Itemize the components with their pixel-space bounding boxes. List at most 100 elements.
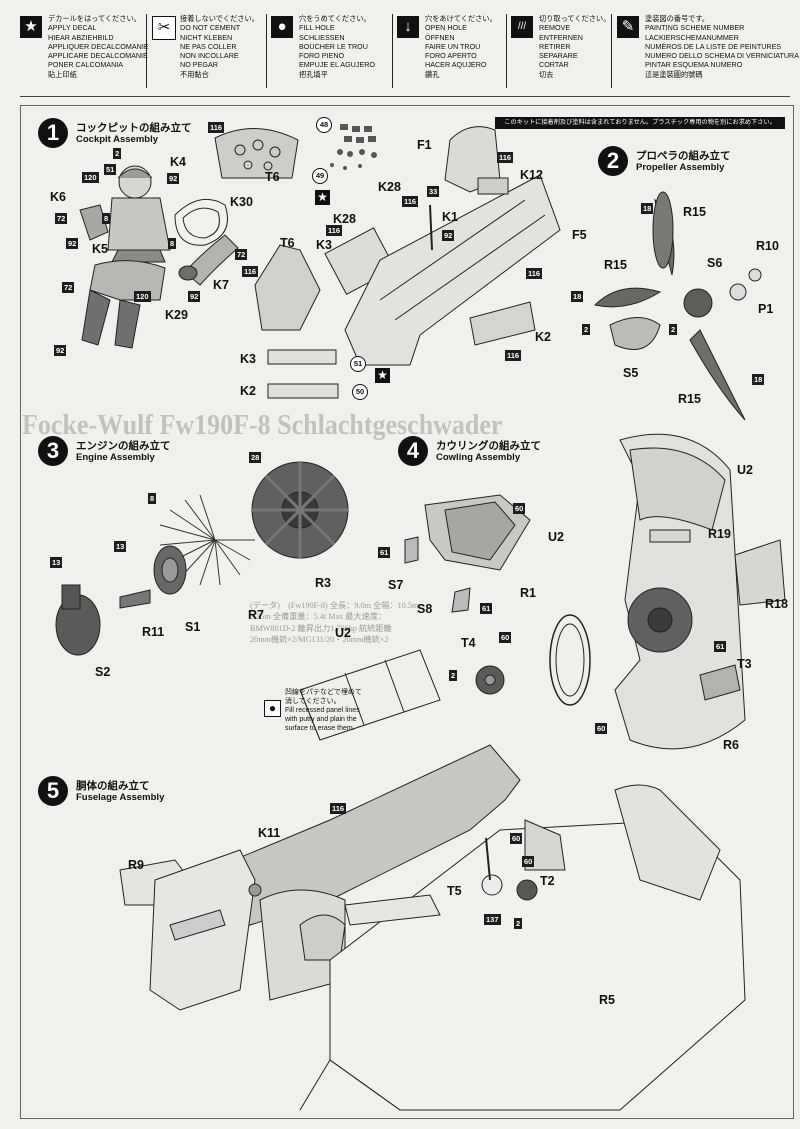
part-label-s6: S6 [707, 256, 723, 270]
part-label-r18: R18 [765, 597, 788, 611]
drill-icon: ↓ [397, 16, 419, 38]
color-callout-61: 61 [714, 641, 727, 652]
glue-paint-notice: このキットに接着剤及び塗料は含まれておりません。プラスチック専用の物を別にお求め… [495, 117, 785, 129]
legend-text: 穴をあけてください。 OPEN HOLE ÖFFNEN FAIRE UN TRO… [425, 14, 497, 79]
color-callout-51: 51 [104, 164, 117, 175]
part-label-k7: K7 [213, 278, 229, 292]
part-label-s5: S5 [623, 366, 639, 380]
legend-text: デカールをはってください。 APPLY DECAL HIEAR ABZIEHBI… [48, 14, 149, 79]
color-callout-116: 116 [208, 122, 225, 133]
part-label-t5: T5 [447, 884, 462, 898]
step-3-title-jp: エンジンの組み立て [76, 440, 171, 452]
divider [392, 14, 393, 88]
part-label-k2-decal: K2 [240, 384, 256, 398]
color-callout-48: 48 [316, 117, 332, 133]
color-callout-92: 92 [167, 173, 180, 184]
color-callout-92: 92 [442, 230, 455, 241]
color-callout-60: 60 [522, 856, 535, 867]
part-label-k28-upper: K28 [378, 180, 401, 194]
paint-brush-icon: ✎ [617, 16, 639, 38]
part-label-t6-seatback: T6 [280, 236, 295, 250]
part-label-r15-left: R15 [604, 258, 627, 272]
fill-panel-lines-note: 凹線をパテなどで埋めて 消してください。 Fill recessed panel… [285, 689, 362, 732]
color-callout-18: 18 [752, 374, 765, 385]
color-callout-50: 50 [352, 384, 368, 400]
legend-text: 塗装図の番号です。 PAINTING SCHEME NUMBER LACKIER… [645, 14, 800, 79]
step-1-number: 1 [38, 118, 68, 148]
star-icon: ★ [315, 190, 330, 205]
part-label-r11: R11 [142, 625, 165, 639]
pilot-figure [79, 165, 171, 349]
color-callout-8: 8 [148, 493, 157, 504]
part-label-t2: T2 [540, 874, 555, 888]
part-label-p1: P1 [758, 302, 774, 316]
legend-open-hole: ↓ 穴をあけてください。 OPEN HOLE ÖFFNEN FAIRE UN T… [397, 14, 515, 92]
step-1-title-en: Cockpit Assembly [76, 134, 159, 145]
part-label-s8: S8 [417, 602, 433, 616]
step-4-title-en: Cowling Assembly [436, 452, 521, 463]
color-callout-120: 120 [82, 172, 99, 183]
color-callout-92: 92 [66, 238, 79, 249]
fill-hole-icon: ● [264, 700, 281, 717]
cut-icon: /// [511, 16, 533, 38]
color-callout-18: 18 [571, 291, 584, 302]
color-callout-2: 2 [514, 918, 523, 929]
part-label-r6: R6 [723, 738, 739, 752]
divider [506, 14, 507, 88]
color-callout-2: 2 [669, 324, 678, 335]
part-label-u2-cowl-inner: U2 [548, 530, 564, 544]
divider [611, 14, 612, 88]
part-label-r19: R19 [708, 527, 731, 541]
step-5-number: 5 [38, 776, 68, 806]
star-icon: ★ [375, 368, 390, 383]
part-label-r15-bottom: R15 [678, 392, 701, 406]
part-label-k3-decal: K3 [240, 352, 256, 366]
color-callout-61: 61 [378, 547, 391, 558]
header-rule [20, 96, 790, 97]
part-label-k30: K30 [230, 195, 253, 209]
color-callout-2: 2 [113, 148, 122, 159]
part-label-u2-underside: U2 [335, 626, 351, 640]
color-callout-116: 116 [402, 196, 419, 207]
legend-remove: /// 切り取ってください。 REMOVE ENTFERNEN RETIRER … [511, 14, 613, 92]
step-4-title-jp: カウリングの組み立て [436, 440, 541, 452]
part-label-r7: R7 [248, 608, 264, 622]
no-glue-icon: ✂ [152, 16, 176, 40]
step-3-title-en: Engine Assembly [76, 452, 155, 463]
part-label-k1: K1 [442, 210, 458, 224]
part-label-s2: S2 [95, 665, 111, 679]
part-label-k2: K2 [535, 330, 551, 344]
part-label-r3: R3 [315, 576, 331, 590]
color-callout-116: 116 [242, 266, 259, 277]
color-callout-13: 13 [114, 541, 127, 552]
color-callout-137: 137 [484, 914, 501, 925]
step-2-title-en: Propeller Assembly [636, 162, 725, 173]
color-callout-13: 13 [50, 557, 63, 568]
part-label-f5: F5 [572, 228, 587, 242]
instruction-frame [20, 105, 794, 1119]
part-label-t4: T4 [461, 636, 476, 650]
part-label-t3: T3 [737, 657, 752, 671]
legend-painting-scheme: ✎ 塗装図の番号です。 PAINTING SCHEME NUMBER LACKI… [617, 14, 799, 92]
part-label-k3: K3 [316, 238, 332, 252]
step-2-title-jp: プロペラの組み立て [636, 150, 731, 162]
step-3-number: 3 [38, 436, 68, 466]
part-label-k29: K29 [165, 308, 188, 322]
step-5-title-jp: 胴体の組み立て [76, 780, 150, 792]
color-callout-2: 2 [582, 324, 591, 335]
legend-text: 穴をうめてください。 FILL HOLE SCHLIESSEN BOUCHER … [299, 14, 376, 79]
part-label-k28-lower: K28 [333, 212, 356, 226]
part-label-k11: K11 [258, 826, 281, 840]
part-label-s7: S7 [388, 578, 404, 592]
color-callout-92: 92 [54, 345, 67, 356]
step-1-title-jp: コックピットの組み立て [76, 122, 192, 134]
star-icon: ★ [20, 16, 42, 38]
part-label-s1: S1 [185, 620, 201, 634]
symbol-legend: ★ デカールをはってください。 APPLY DECAL HIEAR ABZIEH… [20, 14, 799, 92]
step-4-number: 4 [398, 436, 428, 466]
color-callout-60: 60 [510, 833, 523, 844]
legend-apply-decal: ★ デカールをはってください。 APPLY DECAL HIEAR ABZIEH… [20, 14, 149, 92]
color-callout-116: 116 [497, 152, 514, 163]
color-callout-18: 18 [641, 203, 654, 214]
